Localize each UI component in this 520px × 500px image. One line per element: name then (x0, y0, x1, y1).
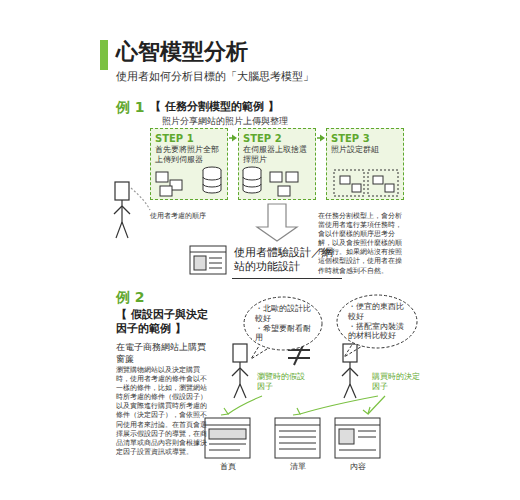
example-number: 例 2 (116, 288, 156, 306)
page-label: 首頁 (205, 462, 250, 472)
node-text: 使用者體驗設計／網站的功能設計 (234, 246, 340, 275)
factor-label: 購買時的決定因子 (372, 372, 420, 393)
step-box: STEP 3照片設定群組 (326, 128, 404, 200)
step-fill (326, 128, 404, 200)
photo-icons (156, 167, 398, 196)
title: 心智模型分析 (116, 38, 248, 67)
step-box: STEP 1首先要將照片全部上傳到伺服器 (150, 128, 228, 200)
subtitle: 使用者如何分析目標的「大腦思考模型」 (116, 70, 416, 84)
connector (317, 135, 325, 142)
example-heading: 【 任務分割模型的範例 】 (150, 100, 350, 114)
node-text: 首先要將照片全部上傳到伺服器 (155, 145, 223, 165)
node-text: 照片設定群組 (331, 145, 399, 155)
speech-bubble: ・北歐的設計比較好・希望要耐看耐用 (243, 296, 323, 351)
page-label: 內容 (335, 462, 380, 472)
page-label: 清單 (275, 462, 320, 472)
step-heading: STEP 2 (243, 132, 311, 145)
page-icons (205, 418, 380, 458)
note-label: 使用者考慮的順序 (150, 212, 230, 221)
connector (229, 135, 237, 142)
node-text: ・希望要耐看耐用 (255, 324, 313, 344)
example-subheading: 照片分享網站的照片上傳與整理 (162, 116, 382, 128)
step-fill (150, 128, 228, 200)
result-box: 使用者體驗設計／網站的功能設計 (232, 244, 342, 279)
node-text: ・搭配室內裝潢的材料比較好 (348, 322, 408, 342)
step-heading: STEP 3 (331, 132, 399, 145)
description: 瀏覽購物網站以及決定購買時，使用者考慮的條件會以不一樣的條件，比如，瀏覽網站時所… (116, 366, 212, 457)
node-text: ・北歐的設計比較好 (255, 304, 313, 324)
browser-icon (190, 246, 226, 274)
speech-bubble: ・便宜的東西比較好・搭配室內裝潢的材料比較好 (336, 294, 418, 349)
example-heading: 【 假設因子與決定因子的範例 】 (116, 308, 216, 337)
example-subheading: 在電子商務網站上購買窗簾 (116, 342, 212, 365)
leader-arrows (221, 396, 385, 415)
step-box: STEP 2在伺服器上取捨選擇照片 (238, 128, 316, 200)
step-fill (238, 128, 316, 200)
connector (257, 204, 297, 241)
person-figure (114, 182, 150, 238)
node-text: 在伺服器上取捨選擇照片 (243, 145, 311, 165)
node-text: ・便宜的東西比較好 (348, 302, 408, 322)
title-bar (100, 40, 108, 70)
step-heading: STEP 1 (155, 132, 223, 145)
factor-label: 瀏覽時的假設因子 (257, 372, 305, 393)
person-figure (232, 344, 358, 398)
